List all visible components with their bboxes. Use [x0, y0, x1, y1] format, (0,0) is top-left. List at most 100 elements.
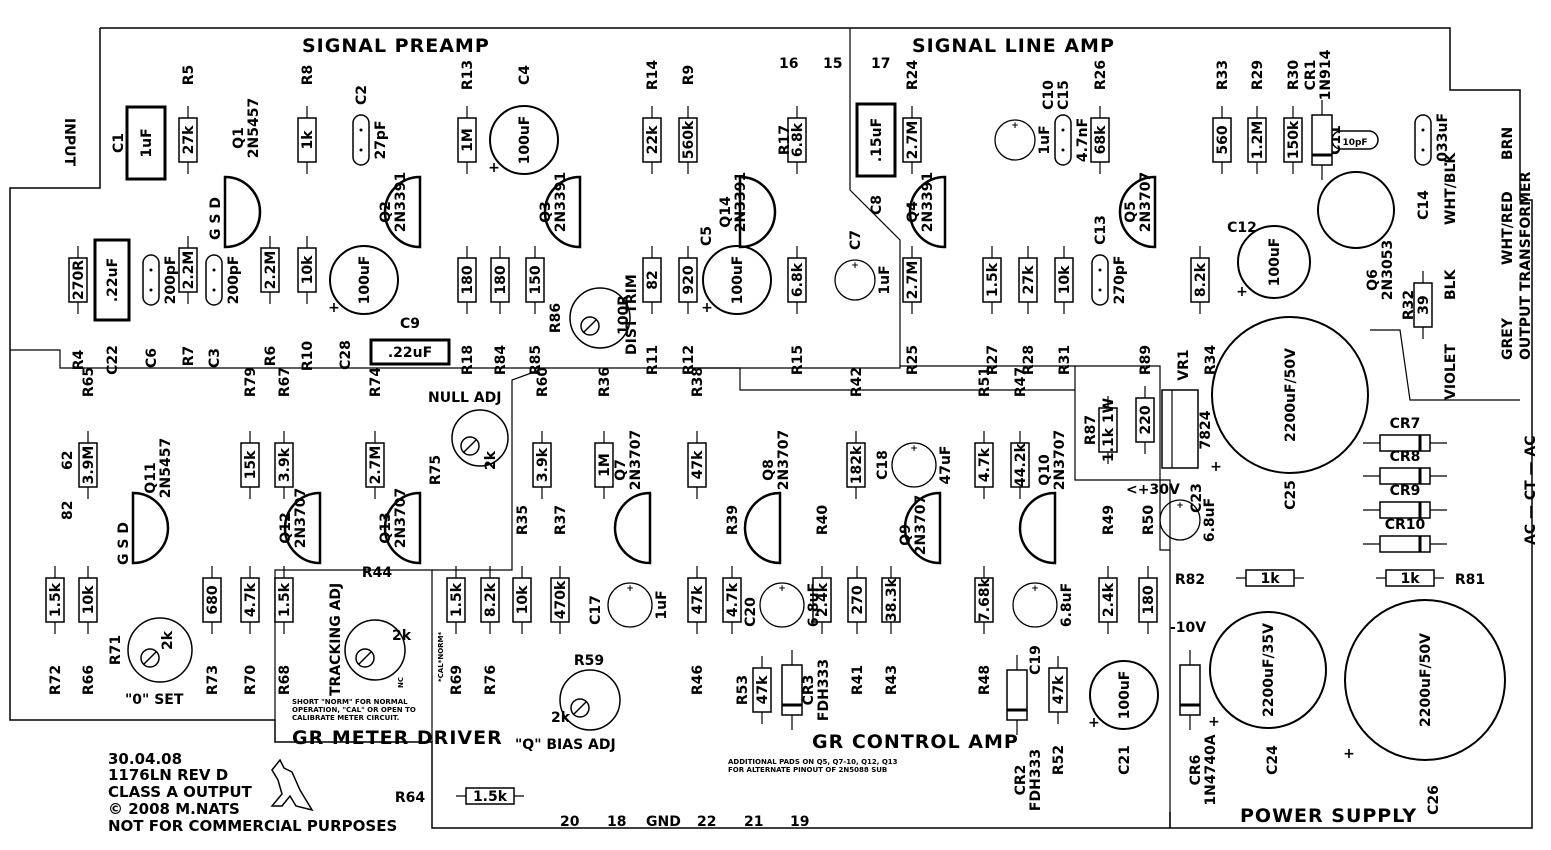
transistor-ref: Q10: [1037, 454, 1053, 486]
diode-ref: CR2: [1013, 765, 1029, 796]
resistor-value: 180: [460, 265, 476, 294]
pin-gnd: GND: [646, 814, 681, 830]
output-transformer-label: OUTPUT TRANSFORMER: [1518, 171, 1534, 360]
capacitor-ref: C24: [1265, 745, 1281, 775]
diode-ref: CR8: [1390, 449, 1421, 465]
plus-mark: +: [1210, 459, 1222, 475]
divider-control-left: [432, 367, 546, 571]
capacitor-ref: C8: [869, 195, 885, 215]
divider-line-amp-bottom: [1075, 365, 1170, 551]
capacitor-ref: C12: [1227, 220, 1257, 236]
resistor-value: 82: [645, 270, 661, 289]
resistor-value: 680: [205, 585, 221, 614]
capacitor-ref: C22: [105, 345, 121, 375]
divider-line-amp-left: [849, 28, 901, 366]
pin-18: 18: [607, 814, 626, 830]
transistor-value: 2N3707: [628, 430, 644, 490]
divider-meter-driver: [274, 569, 433, 742]
resistor-value: 1.5k: [985, 262, 1001, 297]
resistor-value: 4.7k: [243, 582, 259, 617]
diode-cr8: CR8: [1363, 449, 1447, 485]
resistor-value: 10k: [1057, 265, 1073, 294]
resistor-value: 1.5k: [48, 582, 64, 617]
plus-mark: +: [851, 261, 859, 271]
resistor-value: 6.8k: [790, 262, 806, 297]
capacitor-ref: C6: [144, 348, 160, 368]
resistor-value: 1M: [460, 128, 476, 152]
resistor-ref: R26: [1093, 60, 1109, 90]
plus-mark: +: [1088, 715, 1100, 731]
pin-21: 21: [744, 814, 763, 830]
transistor-ref: Q7: [613, 459, 629, 481]
capacitor-ref: C19: [1028, 645, 1044, 675]
transistor-ref: Q8: [761, 459, 777, 481]
section-gr-meter-driver: GR METER DRIVER: [292, 727, 503, 749]
resistor-value: 150: [528, 265, 544, 294]
resistor-ref: R31: [1057, 345, 1073, 375]
resistor-value: 2.4k: [815, 582, 831, 617]
pin-20: 20: [560, 814, 580, 830]
diode-value: FDH333: [1028, 749, 1044, 811]
cal-norm-label: *CAL*NORM*: [437, 631, 445, 682]
plus-mark: +: [1031, 584, 1039, 594]
minus10v-label: -10V: [1170, 620, 1206, 636]
capacitor-value: 100uF: [1267, 238, 1283, 287]
diode-value: 1N4740A: [1203, 734, 1219, 805]
zero-set-label: "0" SET: [125, 692, 184, 708]
capacitor-ref: C28: [338, 340, 354, 370]
section-power-supply: POWER SUPPLY: [1240, 805, 1417, 827]
resistor-ref: R7: [181, 346, 197, 367]
capacitor-ref: C23: [1189, 483, 1205, 513]
resistor-value: 4.7k: [977, 447, 993, 482]
resistor-ref: R35: [515, 505, 531, 535]
divider-preamp-bottom: [10, 349, 1171, 828]
capacitor-value: 100uF: [357, 256, 373, 305]
capacitor-value: 6.8uF: [1202, 498, 1218, 542]
capacitor-value: .033uF: [1435, 113, 1451, 167]
diode-cr9: CR9: [1363, 483, 1447, 519]
resistor-value: 1k: [300, 130, 316, 150]
q-bias-adj-label: "Q" BIAS ADJ: [515, 737, 616, 753]
resistor-ref: R29: [1250, 60, 1266, 90]
resistor-ref: R82: [1175, 572, 1205, 588]
capacitor-ref: C17: [588, 595, 604, 625]
transistor-value: 2N5457: [246, 98, 262, 158]
resistor-ref: R49: [1101, 505, 1117, 535]
resistor-value: 47k: [690, 585, 706, 614]
resistor-ref: R5: [181, 65, 197, 86]
transistor-ref: Q9: [898, 524, 914, 546]
capacitor-value: 6.8uF: [806, 583, 822, 627]
pin-62: 62: [60, 451, 76, 470]
trimmer-value: 2k: [483, 450, 499, 470]
capacitor-value: 1uF: [139, 128, 155, 157]
capacitor-ref: C26: [1426, 785, 1442, 815]
capacitor-value: 4.7nF: [1075, 118, 1091, 162]
capacitor-value: 1uF: [654, 590, 670, 619]
resistor-ref: R60: [535, 367, 551, 398]
resistor-ref: R67: [277, 367, 293, 397]
trimmer-ref: R75: [428, 455, 444, 485]
resistor-value: 1.5k: [449, 582, 465, 617]
capacitor-value: 200pF: [163, 256, 179, 305]
